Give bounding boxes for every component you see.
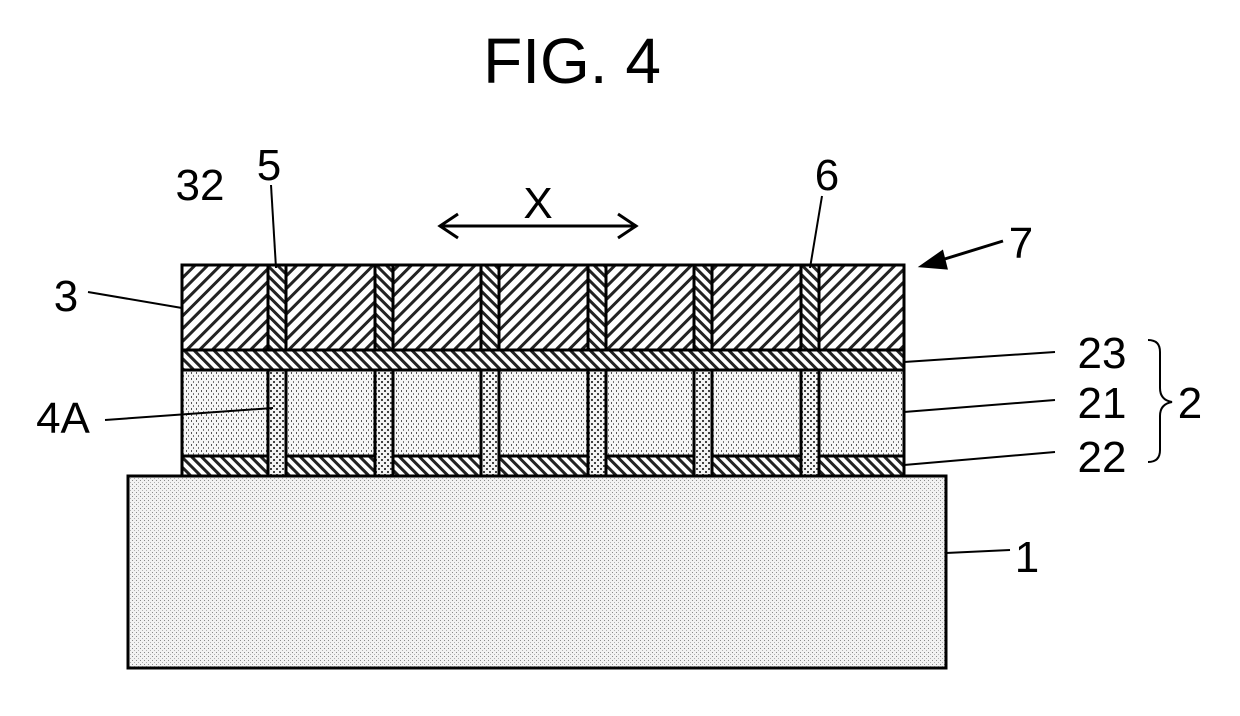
label-4a: 4A	[36, 394, 90, 443]
label-1: 1	[1015, 533, 1039, 582]
layer-21	[182, 370, 904, 456]
label-3: 3	[54, 272, 78, 321]
layer-23	[182, 350, 904, 370]
label-32: 32	[176, 161, 225, 210]
figure-title: FIG. 4	[483, 25, 661, 97]
layer-stack	[182, 265, 904, 476]
layer-3-top	[182, 265, 904, 350]
label-23: 23	[1078, 329, 1127, 378]
label-x: X	[523, 179, 552, 228]
label-6: 6	[815, 151, 839, 200]
label-21: 21	[1078, 379, 1127, 428]
brace-2	[1148, 340, 1172, 462]
label-7: 7	[1009, 219, 1033, 268]
label-5: 5	[257, 141, 281, 190]
substrate-1	[128, 476, 946, 668]
label-22: 22	[1078, 433, 1127, 482]
layer-22	[182, 456, 904, 476]
arrow-7	[922, 241, 1003, 268]
label-2: 2	[1178, 379, 1202, 428]
